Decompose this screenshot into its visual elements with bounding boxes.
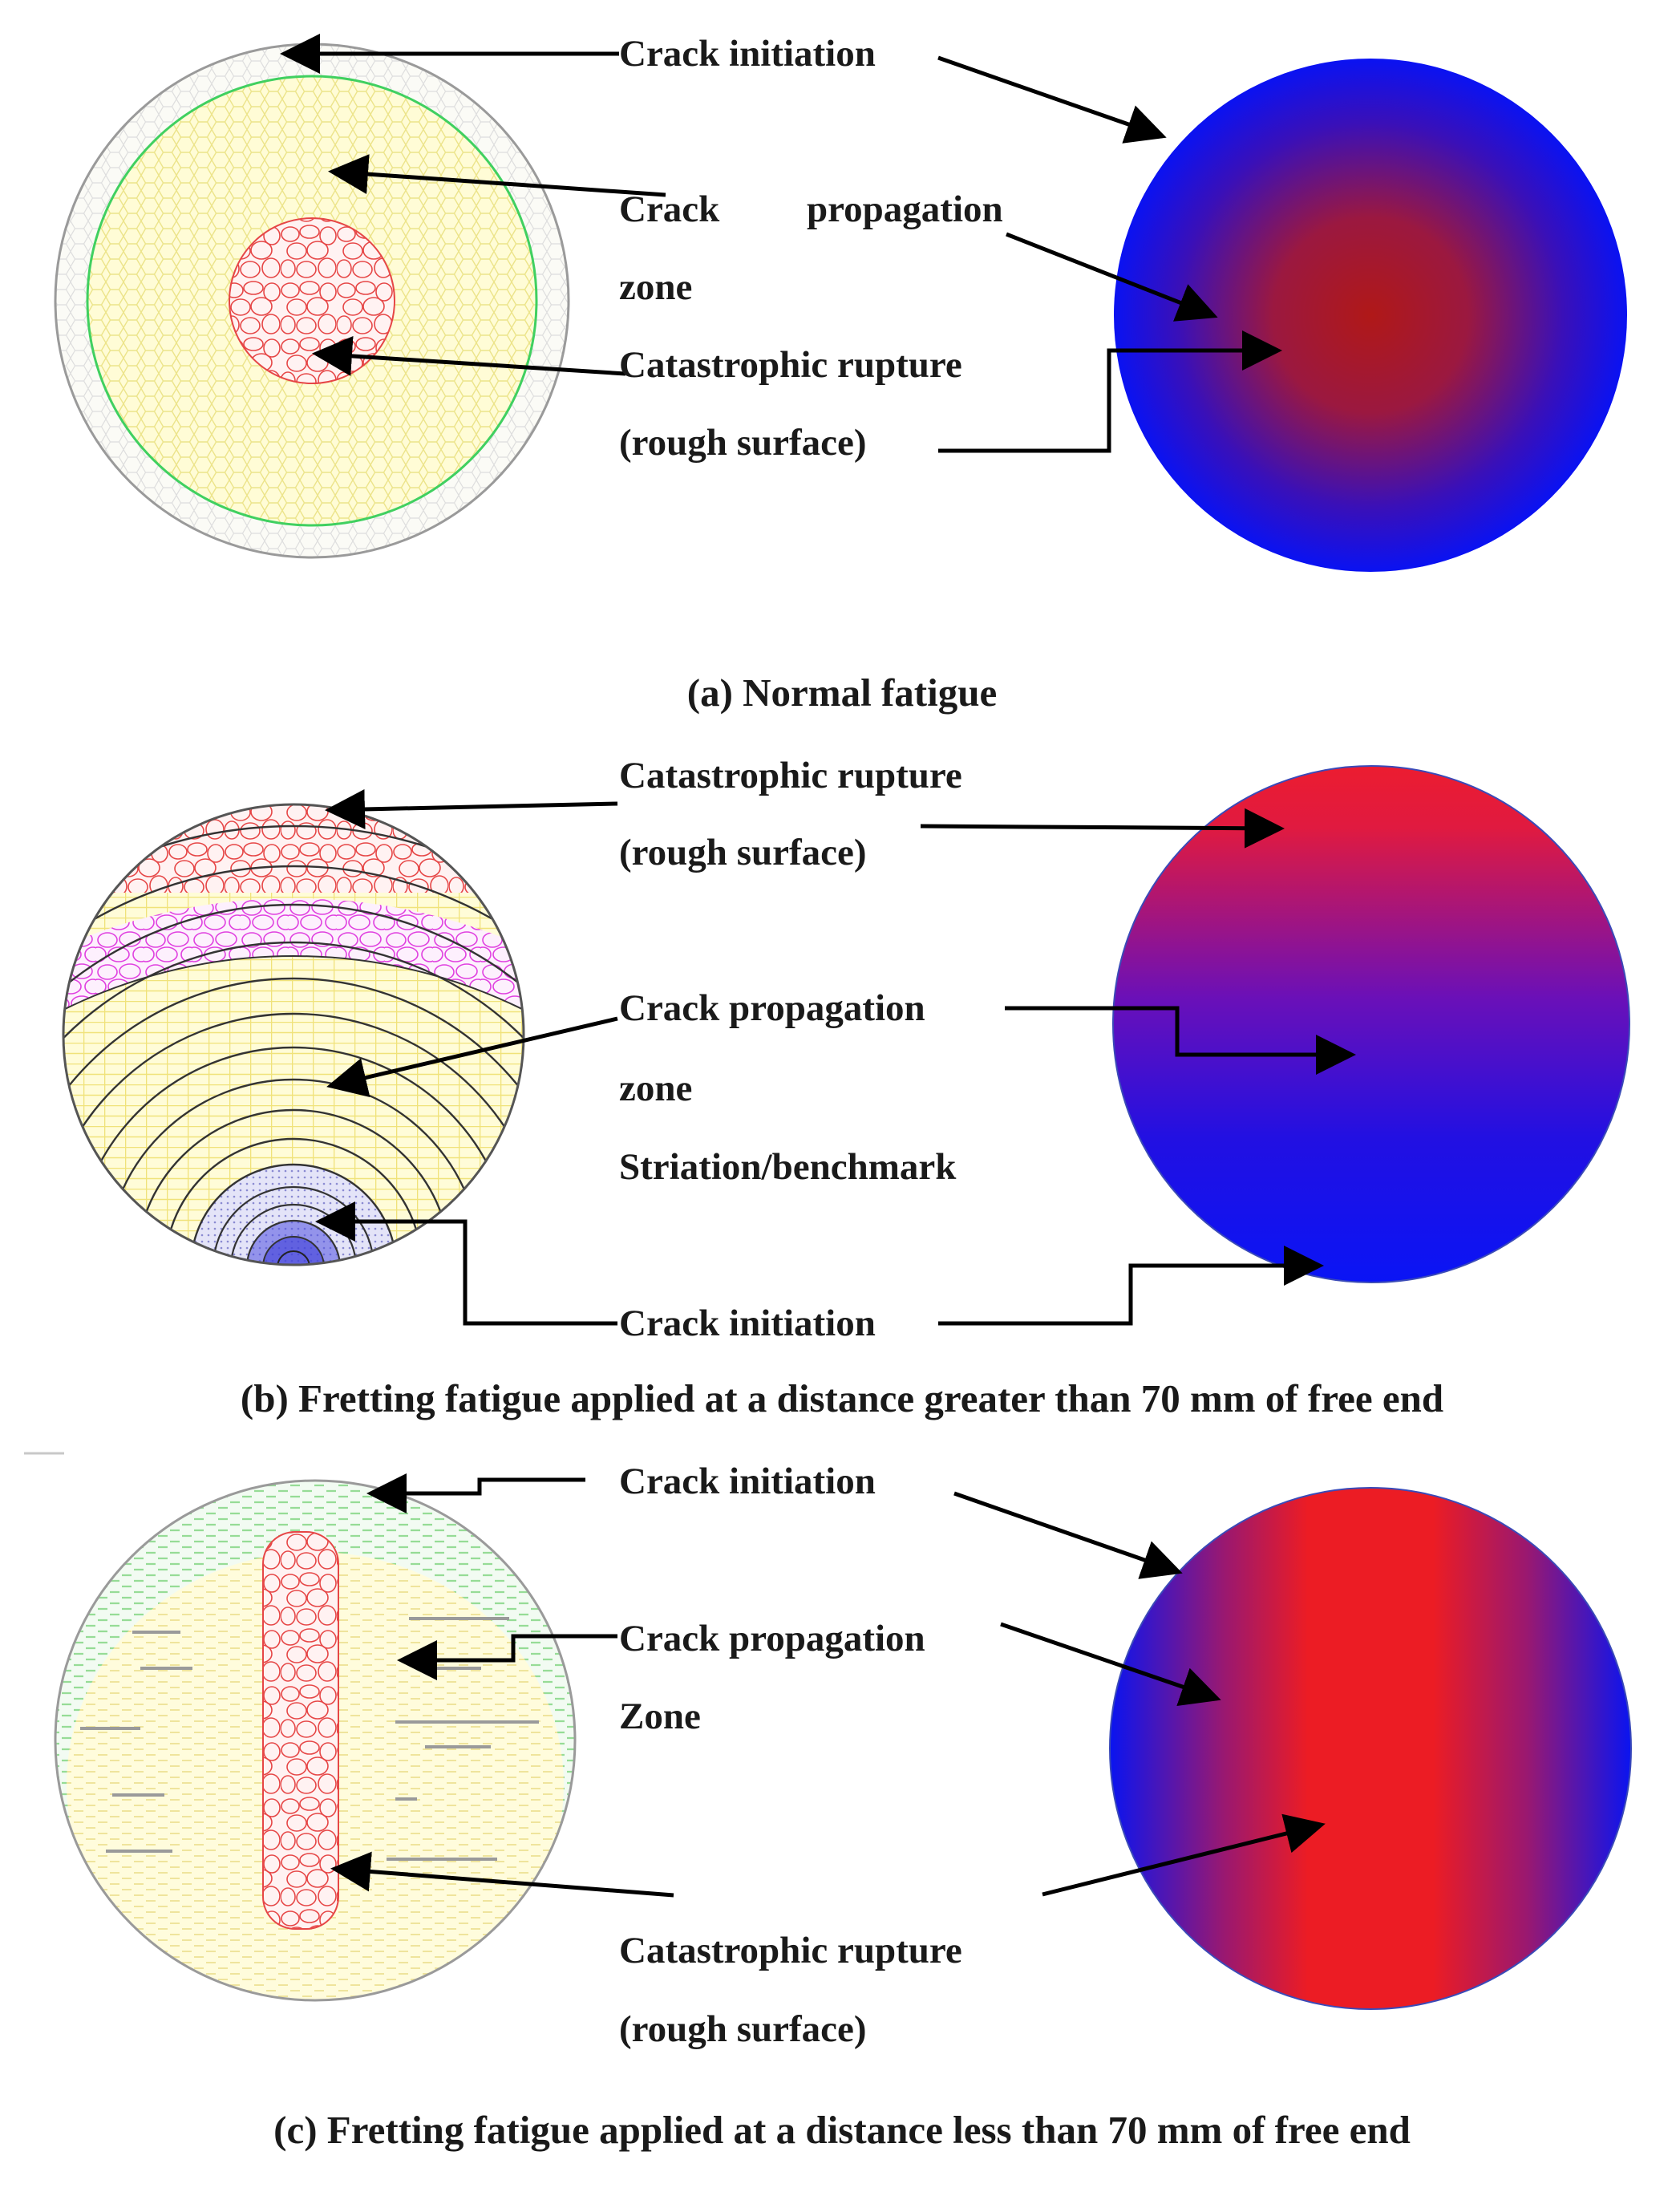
panel-c-label-rupture: Catastrophic rupture: [619, 1930, 962, 1971]
panel-b-label-crack-propagation: Crack propagation: [619, 987, 925, 1029]
panel-c-label-crack-propagation: Crack propagation: [619, 1618, 925, 1659]
panel-a-label-rough-surface: (rough surface): [619, 422, 867, 464]
panel-b-arrows: [315, 789, 1356, 1326]
panel-a-label-zone: zone: [619, 266, 692, 308]
panel-b-label-rough-surface: (rough surface): [619, 832, 867, 873]
panel-b-label-zone: zone: [619, 1068, 692, 1109]
panel-c-label-rough-surface: (rough surface): [619, 2008, 867, 2050]
panel-a-label-propagation: propagation: [807, 188, 1003, 230]
panel-a-caption: (a) Normal fatigue: [687, 671, 997, 715]
panel-a-label-crack-initiation: Crack initiation: [619, 33, 876, 75]
panel-c-label-crack-initiation: Crack initiation: [619, 1461, 876, 1502]
panel-b-label-rupture: Catastrophic rupture: [619, 755, 962, 796]
panel-b-label-striation: Striation/benchmark: [619, 1146, 957, 1188]
panel-a-arrows: [280, 34, 1282, 453]
panel-c-arrows: [330, 1473, 1326, 1898]
panel-a-gradient-disc: [1114, 59, 1627, 572]
panel-b: Catastrophic rupture (rough surface) Cra…: [62, 755, 1630, 1420]
panel-b-label-crack-initiation: Crack initiation: [619, 1303, 876, 1344]
panel-c-caption: (c) Fretting fatigue applied at a distan…: [273, 2108, 1411, 2152]
panel-a-label-crack: Crack: [619, 188, 720, 230]
panel-a: Crack initiation Crack propagation zone …: [54, 33, 1627, 715]
panel-c: Crack initiation Crack propagation Zone …: [24, 1452, 1632, 2152]
panel-c-gradient-disc: [1109, 1487, 1632, 2010]
panel-a-hatched-disc: [54, 43, 570, 559]
panel-a-label-rupture: Catastrophic rupture: [619, 344, 962, 386]
panel-b-caption: (b) Fretting fatigue applied at a distan…: [241, 1376, 1443, 1420]
panel-c-hatched-disc: [54, 1479, 577, 2002]
panel-c-label-zone: Zone: [619, 1696, 701, 1737]
panel-b-gradient-disc: [1112, 765, 1630, 1283]
